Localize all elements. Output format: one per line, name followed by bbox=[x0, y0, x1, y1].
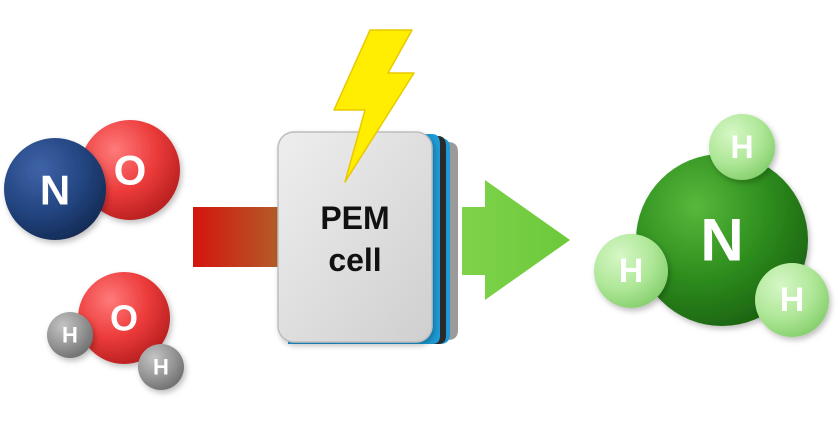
water-hydrogen-right-atom: H bbox=[138, 344, 184, 390]
ammonia-hydrogen-right-label: H bbox=[780, 281, 805, 319]
output-arrow bbox=[462, 180, 570, 300]
water-molecule: O H H bbox=[47, 272, 184, 390]
lightning-bolt-icon bbox=[333, 29, 415, 183]
water-oxygen-label: O bbox=[110, 298, 138, 339]
water-hydrogen-left-atom: H bbox=[47, 312, 93, 358]
water-hydrogen-left-label: H bbox=[62, 323, 78, 348]
water-oxygen-atom: O bbox=[78, 272, 170, 364]
water-hydrogen-right-label: H bbox=[153, 355, 169, 380]
ammonia-molecule: N H H H bbox=[594, 114, 829, 337]
ammonia-hydrogen-left-label: H bbox=[619, 252, 644, 290]
pem-cell: PEM cell bbox=[277, 131, 458, 344]
pem-cell-label-line2: cell bbox=[328, 242, 381, 278]
ammonia-hydrogen-left-atom: H bbox=[594, 234, 668, 308]
pem-cell-label-line1: PEM bbox=[320, 200, 389, 236]
no-nitrogen-label: N bbox=[40, 167, 70, 214]
ammonia-hydrogen-top-atom: H bbox=[709, 114, 775, 180]
input-arrow bbox=[193, 207, 288, 267]
ammonia-nitrogen-label: N bbox=[700, 207, 743, 274]
no-oxygen-label: O bbox=[114, 147, 147, 194]
no-nitrogen-atom: N bbox=[4, 138, 106, 240]
ammonia-hydrogen-top-label: H bbox=[730, 129, 753, 165]
no-molecule: O N bbox=[4, 120, 180, 240]
pem-cell-front-plate bbox=[277, 131, 433, 343]
ammonia-hydrogen-right-atom: H bbox=[755, 263, 829, 337]
